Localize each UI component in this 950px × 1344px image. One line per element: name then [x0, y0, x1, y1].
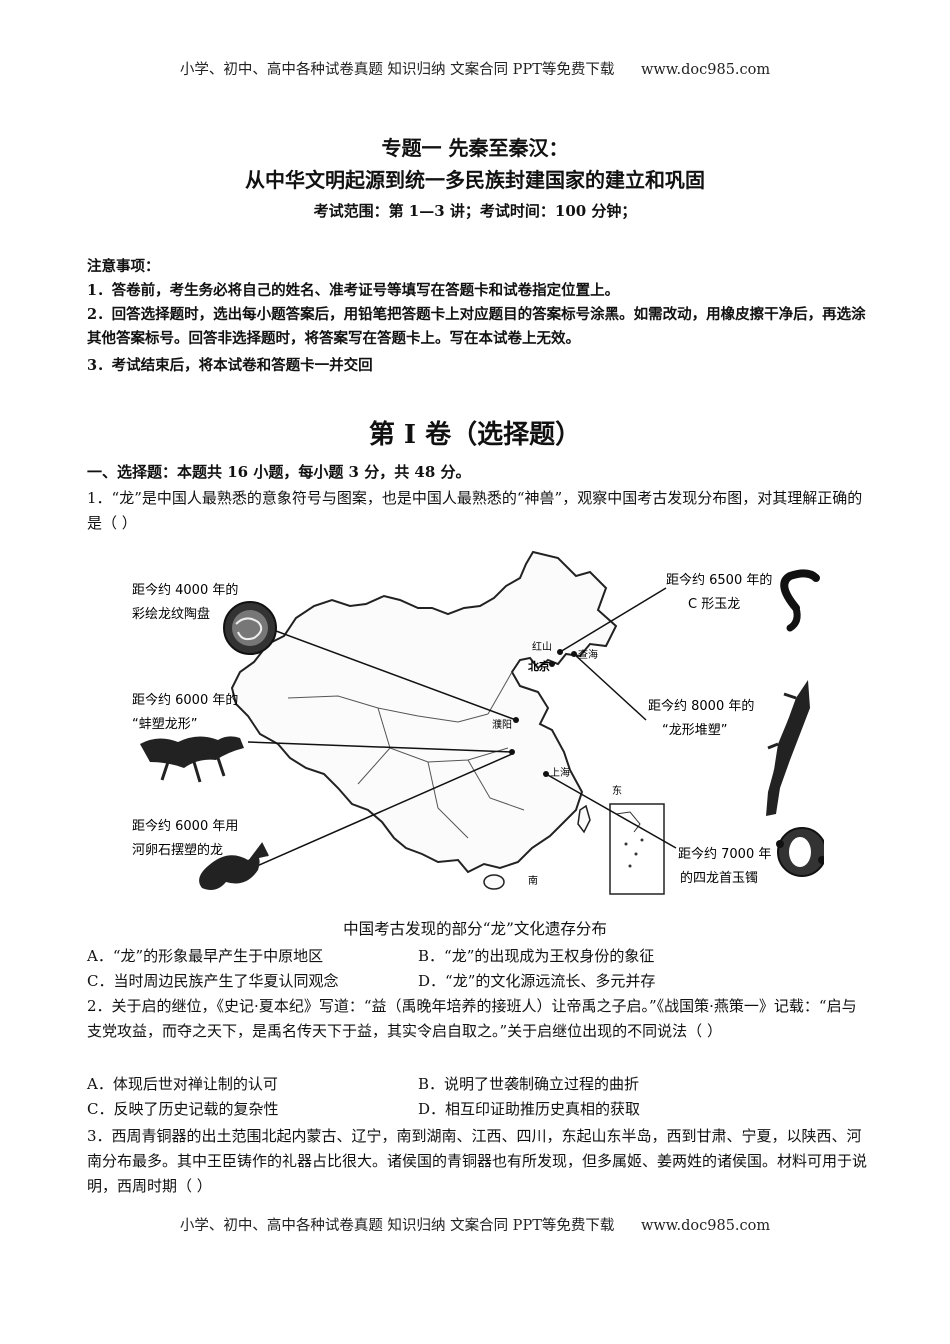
- leader-line-1: [267, 627, 517, 721]
- label-dragon-mound-1: 距今约 8000 年的: [648, 698, 754, 714]
- leader-line-2: [247, 741, 513, 753]
- province-lines: [287, 671, 525, 839]
- leader-line-4: [559, 587, 667, 653]
- question-2-stem: 2．关于启的继位，《史记·夏本纪》写道：“益（禹晚年培养的接班人）让帝禹之子启。…: [87, 997, 857, 1040]
- leader-line-6: [545, 773, 677, 849]
- label-pebble-dragon-1: 距今约 6000 年用: [132, 818, 238, 834]
- label-shell-dragon-2: “蚌塑龙形”: [132, 717, 197, 732]
- figure-caption: 中国考古发现的部分“龙”文化遗存分布: [343, 920, 607, 938]
- label-jade-bracelet-1: 距今约 7000 年: [678, 846, 771, 862]
- label-pottery-plate-1: 距今约 4000 年的: [132, 582, 238, 598]
- page-footer: 小学、初中、高中各种试卷真题 知识归纳 文案合同 PPT等免费下载 www.do…: [0, 1214, 950, 1235]
- map-label-hongshan: 红山: [532, 640, 552, 653]
- label-shell-dragon-1: 距今约 6000 年的: [132, 692, 238, 708]
- map-label-nan: 南: [528, 874, 538, 887]
- page-header: 小学、初中、高中各种试卷真题 知识归纳 文案合同 PPT等免费下载 www.do…: [0, 58, 950, 79]
- footer-url[interactable]: www.doc985.com: [640, 1218, 771, 1234]
- shell-dragon-image: [140, 736, 244, 783]
- header-url[interactable]: www.doc985.com: [640, 62, 771, 78]
- label-pottery-plate-2: 彩绘龙纹陶盘: [132, 606, 210, 622]
- china-outline: [230, 550, 618, 874]
- pebble-dragon-image: [199, 842, 269, 890]
- map-label-puyang: 濮阳: [492, 718, 512, 731]
- site-beijing: [549, 661, 555, 667]
- q2-option-a[interactable]: A．体现后世对禅让制的认可: [87, 1075, 278, 1093]
- footer-text: 小学、初中、高中各种试卷真题 知识归纳 文案合同 PPT等免费下载: [179, 1218, 615, 1234]
- note-3: 3．考试结束后，将本试卷和答题卡一并交回: [87, 357, 373, 374]
- c-jade-dragon-image: [780, 569, 820, 632]
- question-3-stem: 3．西周青铜器的出土范围北起内蒙古、辽宁，南到湖南、江西、四川，东起山东半岛，西…: [87, 1127, 868, 1195]
- section-title: 第 I 卷（选择题）: [368, 420, 582, 450]
- q1-option-c[interactable]: C．当时周边民族产生了华夏认同观念: [87, 972, 339, 990]
- label-jade-bracelet-2: 的四龙首玉镯: [680, 870, 758, 886]
- q2-option-d[interactable]: D．相互印证助推历史真相的获取: [418, 1100, 641, 1118]
- jade-bracelet-image: [776, 827, 824, 877]
- label-pebble-dragon-2: 河卵石摆塑的龙: [132, 842, 223, 858]
- map-label-chahai: 查海: [578, 648, 598, 661]
- q2-option-b[interactable]: B．说明了世袭制确立过程的曲折: [418, 1075, 640, 1093]
- dragon-distribution-map: 红山 北京 查海 濮阳 上海 东 南 距今约 4000 年的 彩绘龙纹陶盘 距今…: [132, 550, 824, 895]
- taiwan-island: [577, 804, 591, 834]
- q1-option-d[interactable]: D．“龙”的文化源远流长、多元并存: [418, 972, 656, 990]
- q2-option-c[interactable]: C．反映了历史记载的复杂性: [87, 1100, 279, 1118]
- q1-option-a[interactable]: A．“龙”的形象最早产生于中原地区: [87, 947, 324, 965]
- label-c-jade-dragon-1: 距今约 6500 年的: [666, 572, 772, 588]
- notes-heading: 注意事项：: [87, 258, 160, 275]
- note-2: 2．回答选择题时，选出每小题答案后，用铅笔把答题卡上对应题目的答案标号涂黑。如需…: [87, 306, 866, 347]
- header-text: 小学、初中、高中各种试卷真题 知识归纳 文案合同 PPT等免费下载: [179, 62, 615, 78]
- dragon-mound-image: [766, 680, 810, 816]
- map-label-shanghai: 上海: [550, 766, 570, 779]
- map-label-beijing: 北京: [528, 659, 550, 673]
- note-1: 1．答卷前，考生务必将自己的姓名、准考证号等填写在答题卡和试卷指定位置上。: [87, 282, 620, 299]
- label-dragon-mound-2: “龙形堆塑”: [662, 723, 727, 738]
- south-sea-inset: [609, 803, 665, 895]
- exam-scope: 考试范围：第 1—3 讲；考试时间：100 分钟；: [313, 202, 637, 220]
- leader-line-5: [573, 653, 647, 721]
- section-instruction: 一、选择题：本题共 16 小题，每小题 3 分，共 48 分。: [87, 463, 471, 481]
- pottery-plate-image: [223, 601, 277, 655]
- q1-option-b[interactable]: B．“龙”的出现成为王权身份的象征: [418, 947, 655, 965]
- title-line-2: 从中华文明起源到统一多民族封建国家的建立和巩固: [245, 168, 705, 192]
- label-c-jade-dragon-2: C 形玉龙: [688, 597, 740, 612]
- map-label-dong: 东: [612, 784, 622, 797]
- title-line-1: 专题一 先秦至秦汉：: [381, 136, 569, 160]
- leader-line-3: [247, 753, 513, 871]
- hainan-island: [483, 874, 505, 890]
- question-1-stem: 1．“龙”是中国人最熟悉的意象符号与图案，也是中国人最熟悉的“神兽”，观察中国考…: [87, 489, 863, 532]
